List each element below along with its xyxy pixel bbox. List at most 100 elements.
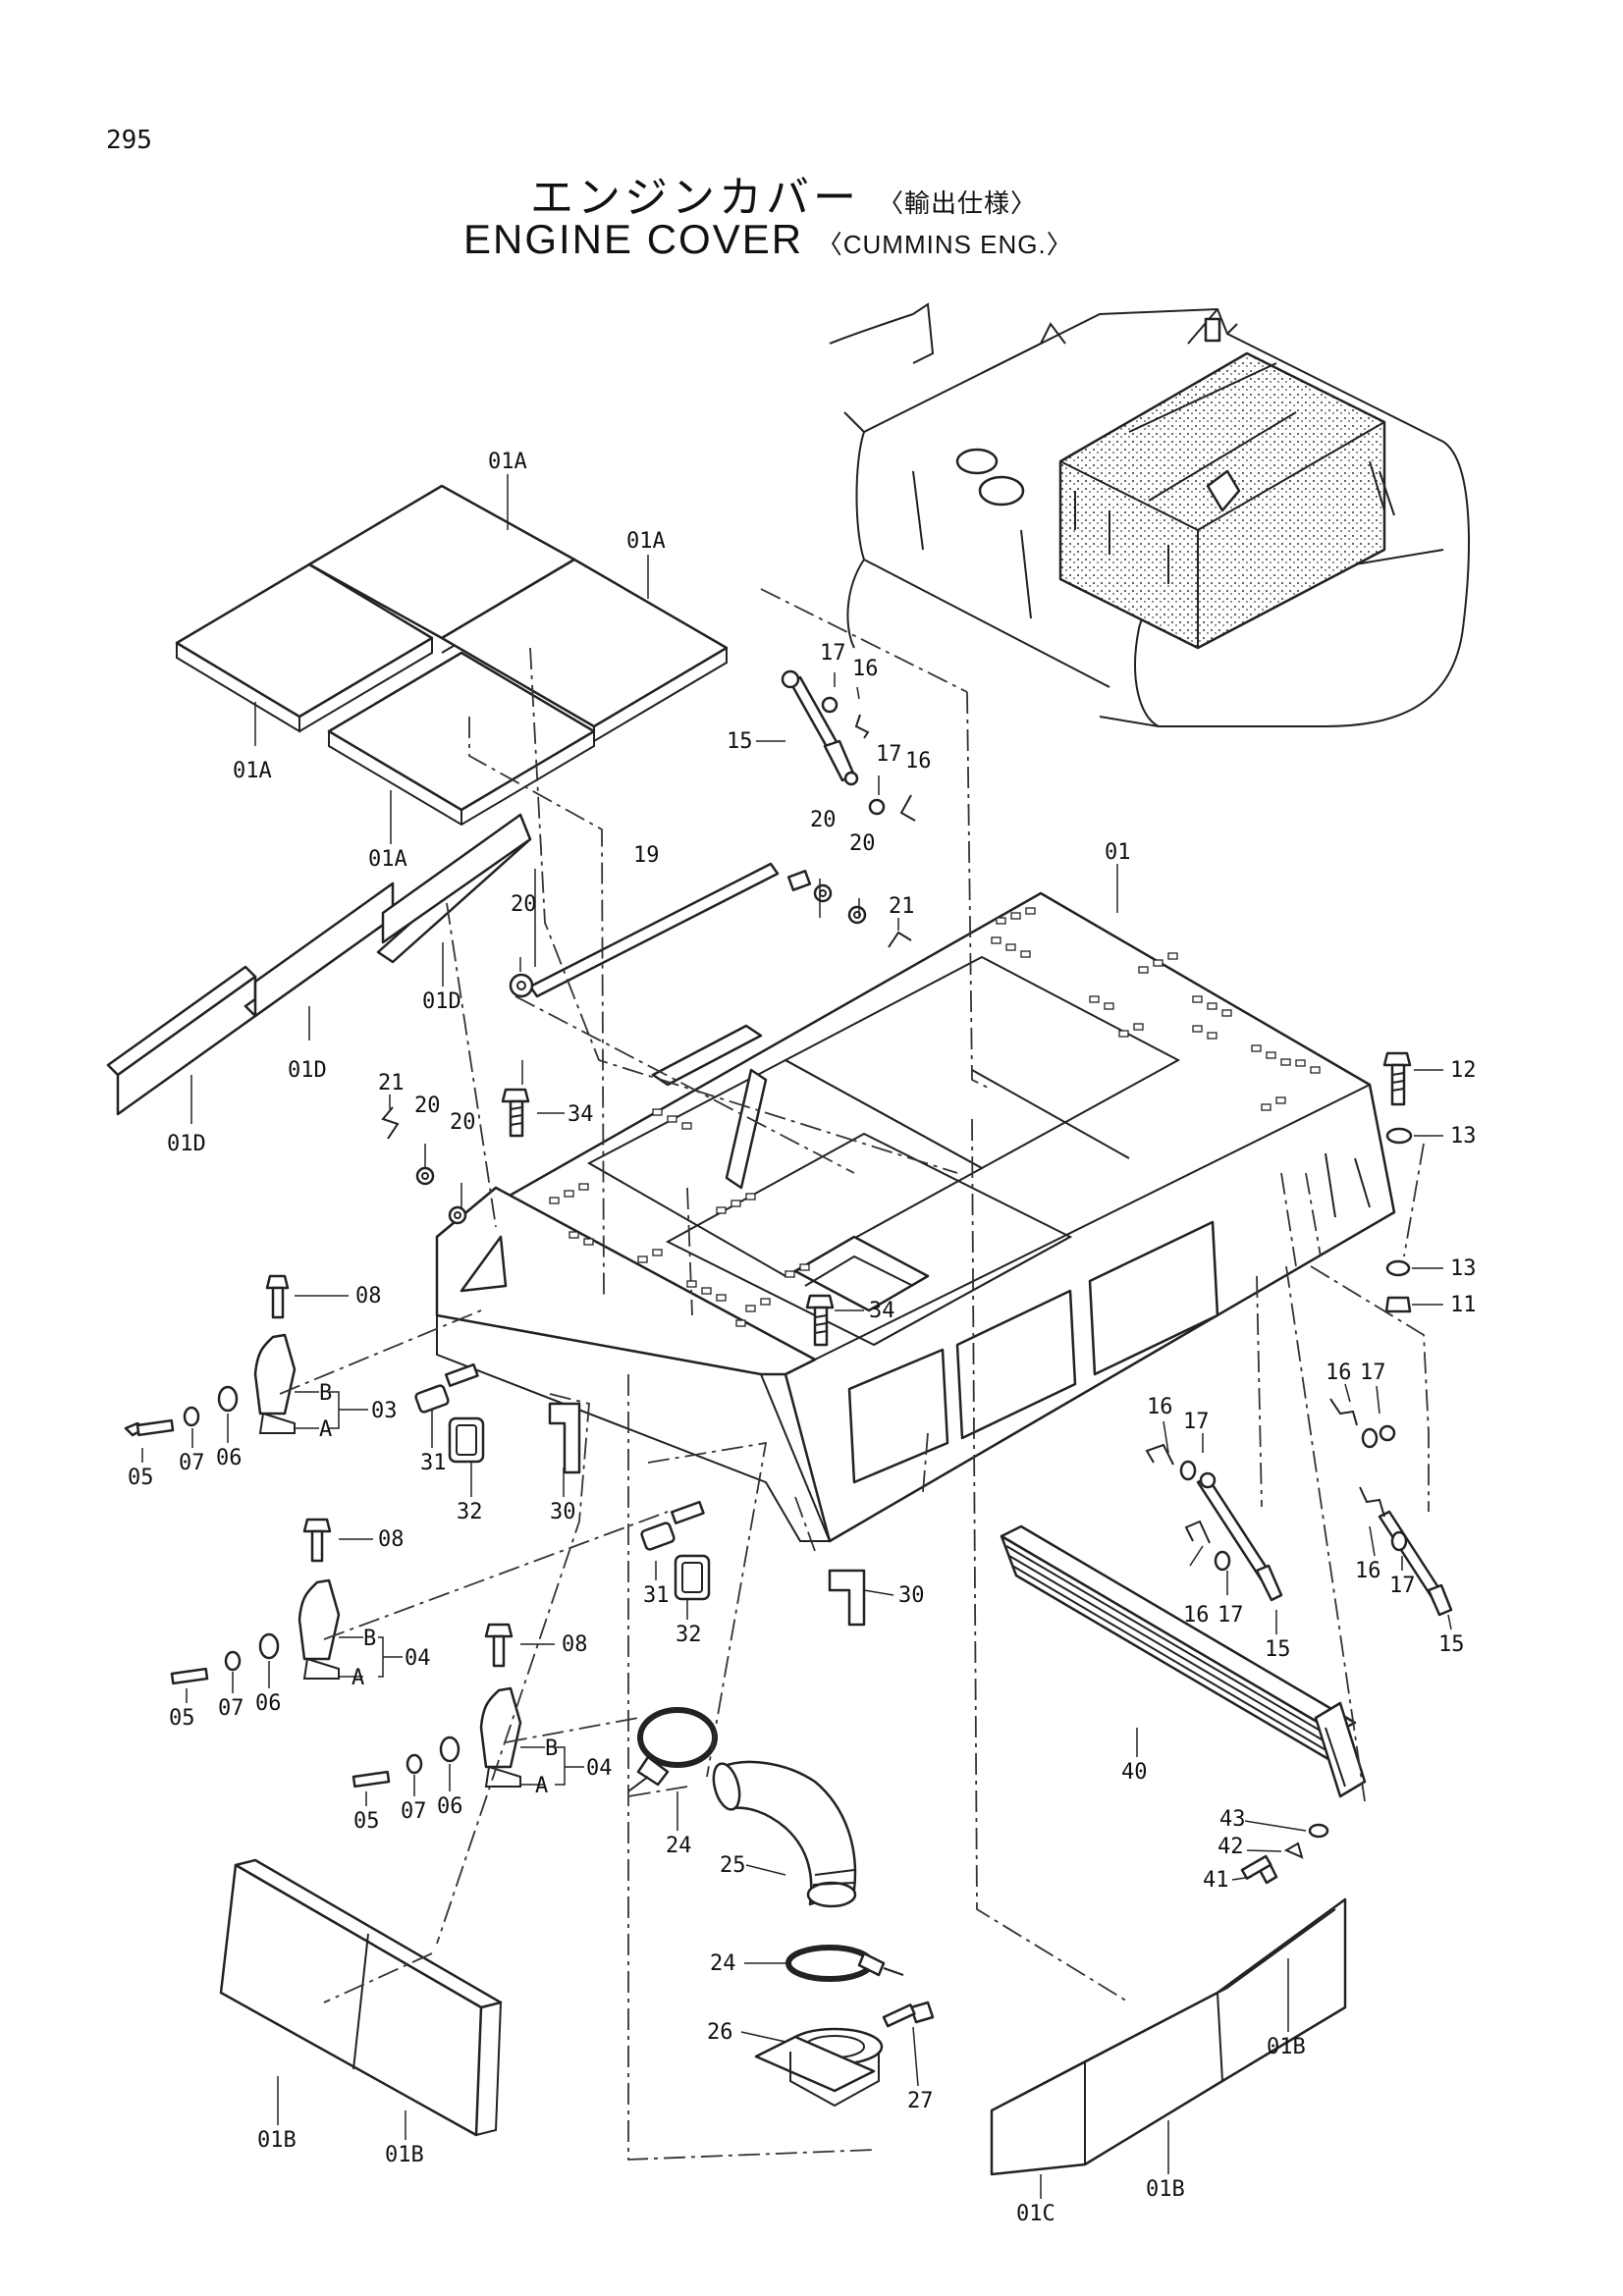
- label-17-c: 17: [1183, 1410, 1210, 1434]
- elbow-25: [712, 1760, 857, 1908]
- leader-lines: [141, 474, 1452, 2199]
- label-16-f: 16: [1355, 1559, 1381, 1583]
- machine-overview: [829, 302, 1470, 727]
- label-B-03: B: [319, 1381, 332, 1406]
- label-42: 42: [1217, 1835, 1244, 1859]
- label-17-e: 17: [1360, 1361, 1386, 1385]
- label-01B-d: 01B: [1146, 2177, 1185, 2202]
- label-01: 01: [1105, 840, 1131, 865]
- label-15-b: 15: [1265, 1637, 1291, 1662]
- title-english: ENGINE COVER 〈CUMMINS ENG.〉: [463, 216, 1073, 263]
- fasteners-41-43: [1240, 1823, 1329, 1885]
- bolt-34-lower: [805, 1294, 835, 1347]
- label-31-a: 31: [420, 1451, 447, 1475]
- label-06-a: 06: [216, 1446, 243, 1470]
- label-08-a: 08: [355, 1284, 382, 1308]
- cover-panels-01B-right: [990, 1897, 1347, 2176]
- label-16-c: 16: [1147, 1395, 1173, 1419]
- title-en-sub: 〈CUMMINS ENG.〉: [816, 230, 1073, 259]
- support-rod-19: [509, 862, 912, 998]
- label-01A-top: 01A: [488, 450, 527, 474]
- cover-panels-01B-left: [219, 1858, 503, 2137]
- label-01A-right: 01A: [626, 529, 666, 554]
- bolt-27: [882, 2001, 935, 2028]
- label-41: 41: [1203, 1868, 1229, 1893]
- label-32-b: 32: [676, 1623, 702, 1647]
- label-16-a: 16: [852, 657, 879, 681]
- bumper-31-32-lower: [640, 1500, 711, 1601]
- label-20-a: 20: [810, 808, 837, 832]
- label-31-b: 31: [643, 1583, 670, 1608]
- gas-strut-upper: [781, 669, 916, 822]
- title-en-main: ENGINE COVER: [463, 216, 804, 262]
- label-01D-3: 01D: [422, 989, 461, 1014]
- adapter-26: [754, 2027, 884, 2108]
- label-20-c: 20: [511, 892, 537, 917]
- label-01D-1: 01D: [167, 1132, 206, 1156]
- label-03: 03: [371, 1399, 398, 1423]
- label-24-a: 24: [666, 1834, 692, 1858]
- page-number: 295: [106, 126, 152, 155]
- label-07-b: 07: [218, 1696, 244, 1721]
- callout-labels: 01A 01A 01A 01A 01D 01D 01D 19 01 12 13 …: [128, 450, 1477, 2226]
- label-07-a: 07: [179, 1451, 205, 1475]
- label-11: 11: [1450, 1293, 1477, 1317]
- label-01B-a: 01B: [257, 2128, 297, 2153]
- clamp-24-upper: [627, 1707, 718, 1792]
- label-21-b: 21: [378, 1071, 405, 1095]
- bolt-34-upper: [501, 1088, 530, 1138]
- grille-40: [1000, 1524, 1367, 1798]
- label-20-b: 20: [849, 831, 876, 856]
- label-16-e: 16: [1325, 1361, 1352, 1385]
- label-01B-c: 01B: [1267, 2035, 1306, 2059]
- label-05-c: 05: [353, 1809, 380, 1834]
- label-19: 19: [633, 843, 660, 868]
- label-25: 25: [720, 1853, 746, 1878]
- label-34-lower: 34: [869, 1299, 895, 1323]
- label-16-d: 16: [1183, 1603, 1210, 1628]
- assembly-lines: [279, 588, 1430, 2161]
- label-20-e: 20: [450, 1110, 476, 1135]
- label-01D-2: 01D: [288, 1058, 327, 1083]
- label-20-d: 20: [414, 1094, 441, 1118]
- gas-struts-right: [1145, 1398, 1453, 1617]
- label-21-a: 21: [889, 894, 915, 919]
- title-jp-main: エンジンカバー: [530, 173, 860, 223]
- label-A-04b: A: [535, 1774, 548, 1798]
- label-34-upper: 34: [568, 1102, 594, 1127]
- label-A-04a: A: [352, 1666, 364, 1690]
- label-06-b: 06: [255, 1691, 282, 1716]
- label-01C: 01C: [1016, 2202, 1055, 2226]
- label-24-b: 24: [710, 1951, 736, 1976]
- engine-cover-01: [435, 891, 1396, 1543]
- label-07-c: 07: [401, 1799, 427, 1824]
- label-04-a: 04: [405, 1646, 431, 1671]
- label-13-lower: 13: [1450, 1256, 1477, 1281]
- label-08-b: 08: [378, 1527, 405, 1552]
- label-32-a: 32: [457, 1500, 483, 1524]
- label-17-a: 17: [820, 641, 846, 666]
- label-06-c: 06: [437, 1794, 463, 1819]
- right-fasteners: [1382, 1051, 1413, 1313]
- label-B-04a: B: [363, 1627, 376, 1651]
- label-01B-b: 01B: [385, 2143, 424, 2167]
- label-12: 12: [1450, 1058, 1477, 1083]
- label-08-c: 08: [562, 1632, 588, 1657]
- label-05-b: 05: [169, 1706, 195, 1731]
- side-panels-01D: [106, 813, 532, 1116]
- bracket-30: [548, 1402, 866, 1627]
- label-17-f: 17: [1389, 1574, 1416, 1598]
- label-16-b: 16: [905, 749, 932, 774]
- label-13-upper: 13: [1450, 1124, 1477, 1148]
- latch-assembly-03: [124, 1274, 297, 1437]
- clamp-24-lower: [785, 1945, 904, 1982]
- label-A-03: A: [319, 1417, 332, 1442]
- label-15-a: 15: [727, 729, 753, 754]
- label-01A-bottom: 01A: [368, 847, 407, 872]
- bumper-31-32-upper: [414, 1362, 485, 1464]
- label-27: 27: [907, 2089, 934, 2113]
- label-05-a: 05: [128, 1466, 154, 1490]
- label-15-c: 15: [1438, 1632, 1465, 1657]
- label-17-b: 17: [876, 742, 902, 767]
- label-17-d: 17: [1217, 1603, 1244, 1628]
